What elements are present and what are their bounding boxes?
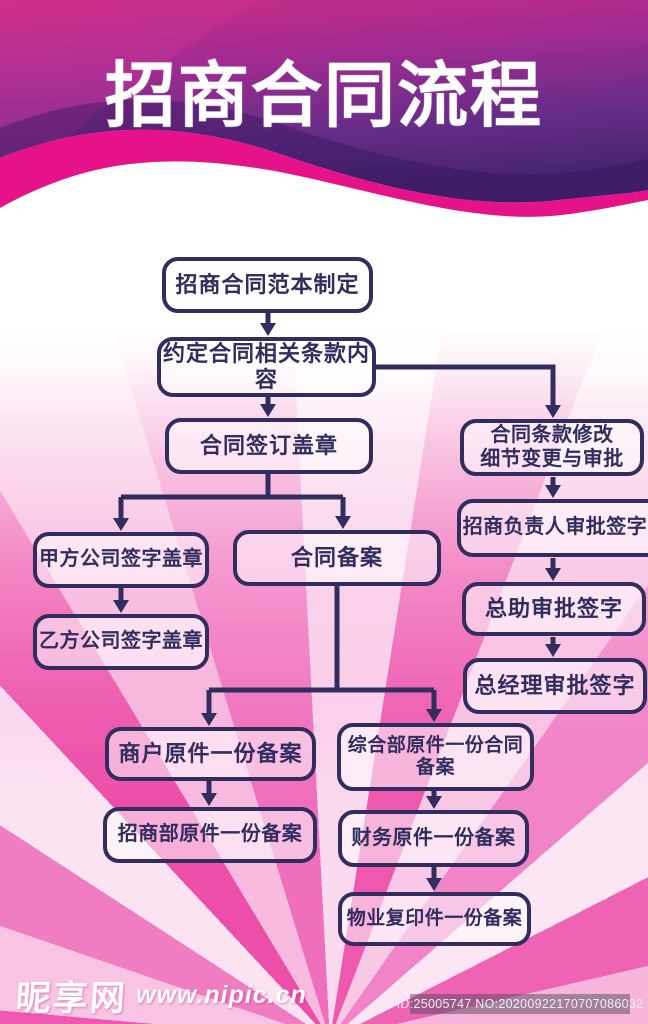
flow-node-label-line1: 合同条款修改: [490, 423, 614, 446]
flow-node-label: 约定合同相关条款内容: [162, 341, 370, 392]
flow-node-template: 招商合同范本制定: [162, 257, 373, 313]
flow-node-label-line1: 综合部原件一份合同: [347, 734, 524, 756]
flow-node-label: 甲方公司签字盖章: [39, 548, 203, 571]
flow-node-general-dept-copy: 综合部原件一份合同 备案: [337, 723, 534, 791]
flow-node-terms: 约定合同相关条款内容: [157, 337, 376, 397]
flow-node-modify-approve: 合同条款修改 细节变更与审批: [460, 419, 644, 476]
flow-node-sign-seal: 合同签订盖章: [165, 418, 373, 474]
flow-node-label: 乙方公司签字盖章: [39, 630, 203, 653]
flow-node-label: 招商合同范本制定: [175, 272, 360, 298]
image-id-badge: ID:25005747 NO:20200922170707086032: [397, 994, 643, 1014]
flow-node-label: 合同备案: [290, 545, 383, 571]
flow-node-gm-sign: 总经理审批签字: [463, 658, 647, 714]
flow-node-label: 总助审批签字: [484, 596, 623, 622]
flow-node-label: 财务原件一份备案: [351, 826, 516, 849]
flow-node-assistant-sign: 总助审批签字: [462, 582, 646, 636]
flow-node-party-a: 甲方公司签字盖章: [33, 532, 209, 588]
flow-node-label: 物业复印件一份备案: [346, 907, 523, 929]
flow-node-merchant-copy: 商户原件一份备案: [105, 727, 316, 781]
page-title: 招商合同流程: [104, 57, 543, 136]
flow-node-leader-sign: 招商负责人审批签字: [457, 499, 648, 557]
flow-node-party-b: 乙方公司签字盖章: [33, 614, 209, 670]
flow-node-invest-dept-copy: 招商部原件一份备案: [103, 807, 317, 863]
watermark-site-name: 昵享网: [14, 978, 129, 1018]
watermark: 昵享网 www.nipic.cn: [14, 972, 307, 1018]
header-wave: [0, 0, 648, 217]
flow-node-label: 招商部原件一份备案: [117, 823, 303, 846]
flow-node-label-line2: 细节变更与审批: [480, 447, 624, 470]
flow-node-label-line2: 备案: [415, 757, 455, 778]
flow-node-contract-filing: 合同备案: [233, 530, 441, 586]
flow-node-label: 招商负责人审批签字: [462, 516, 648, 539]
flow-node-label: 总经理审批签字: [474, 673, 636, 699]
flow-node-label: 合同签订盖章: [199, 433, 338, 459]
flow-node-finance-copy: 财务原件一份备案: [338, 810, 529, 867]
watermark-site-url: www.nipic.cn: [136, 980, 307, 1009]
flow-node-label: 商户原件一份备案: [118, 741, 303, 767]
flow-node-property-copy: 物业复印件一份备案: [338, 892, 531, 946]
